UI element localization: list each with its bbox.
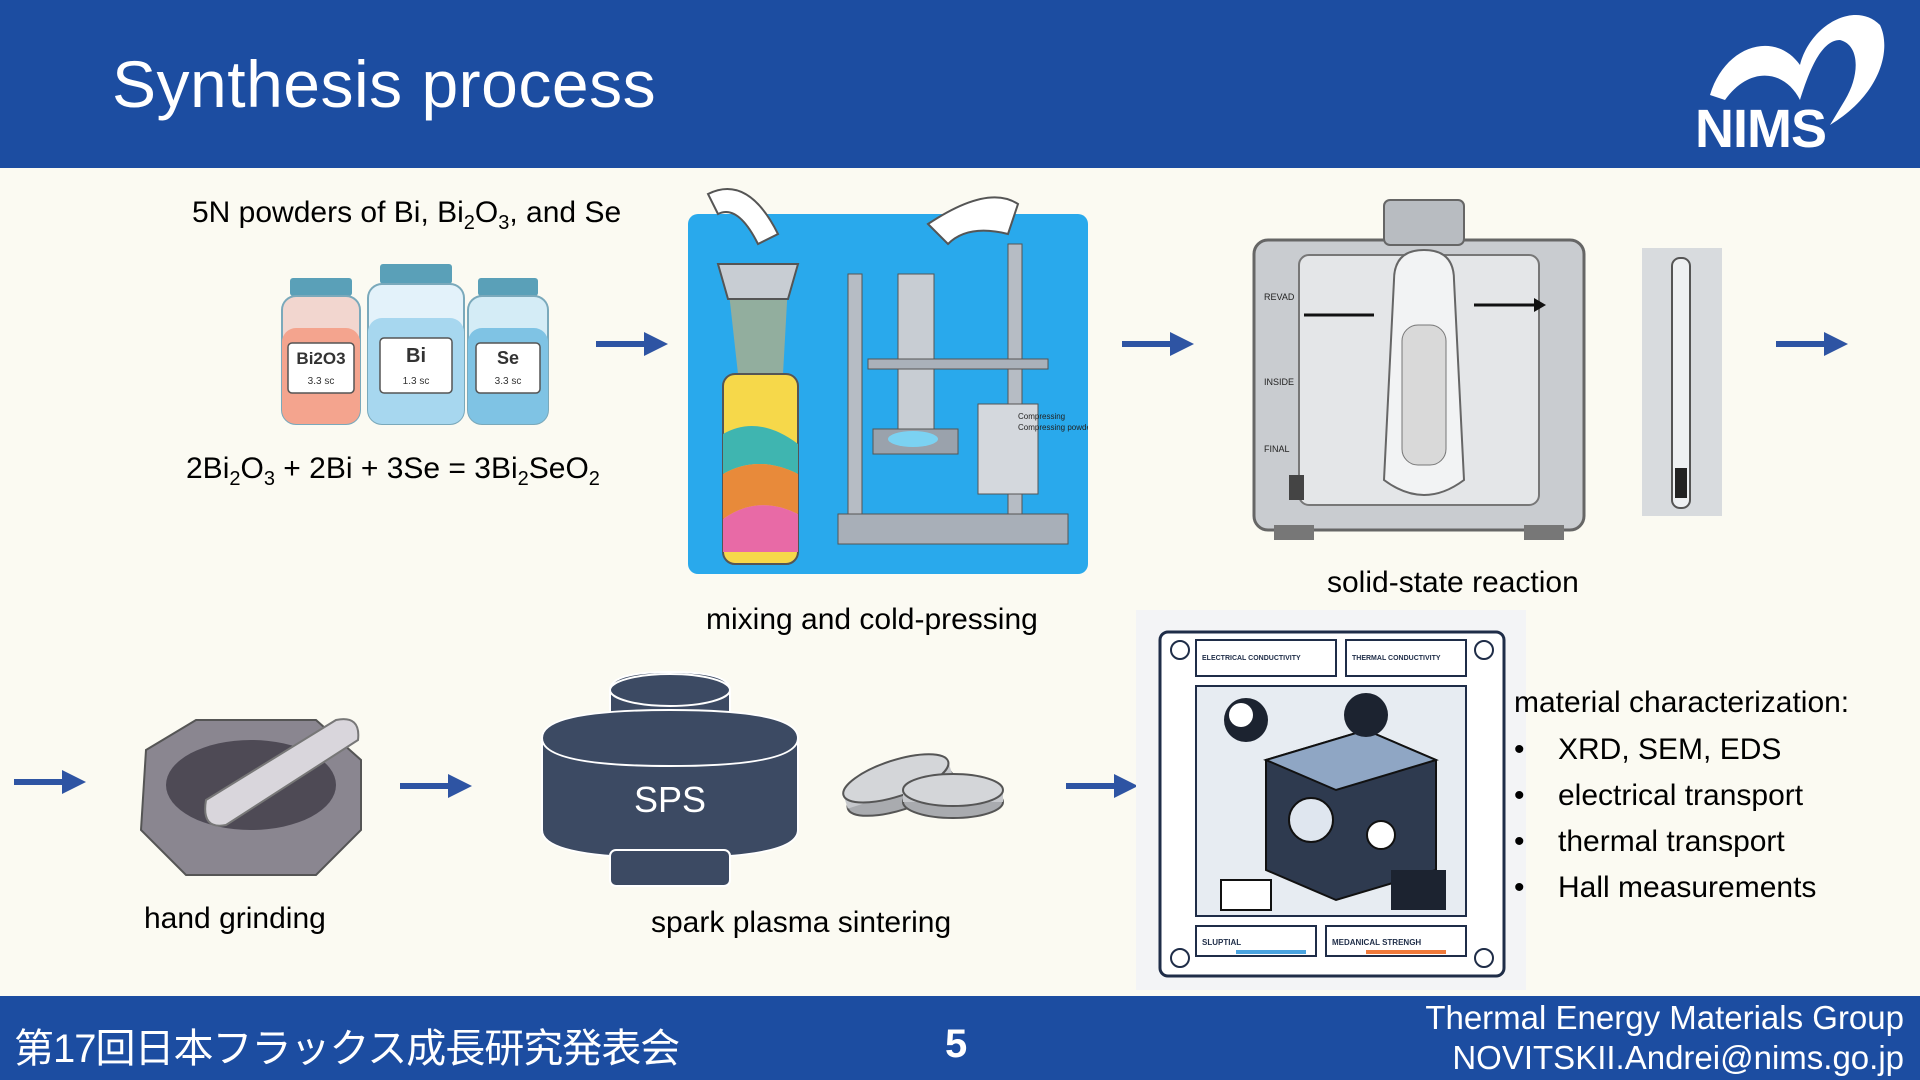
arrow-right-icon	[1122, 332, 1194, 356]
svg-text:3.3 sc: 3.3 sc	[495, 376, 522, 387]
mixing-caption: mixing and cold-pressing	[706, 603, 1038, 636]
svg-text:INSIDE: INSIDE	[1264, 377, 1294, 387]
svg-text:Bi2O3: Bi2O3	[296, 349, 345, 368]
powder-jars-image: Bi2O3 3.3 sc Bi 1.3 sc Se 3.3 sc	[281, 264, 549, 425]
jar-bi: Bi 1.3 sc	[367, 264, 465, 425]
list-item: •thermal transport	[1514, 819, 1816, 865]
sps-label: SPS	[634, 779, 706, 820]
svg-text:FINAL: FINAL	[1264, 444, 1290, 454]
footer-bar	[0, 996, 1920, 1080]
ampoule-photo	[1642, 248, 1722, 516]
furnace-image: REVAD INSIDE FINAL	[1252, 199, 1586, 540]
arrow-right-icon	[596, 332, 668, 356]
sintering-caption: spark plasma sintering	[651, 906, 952, 939]
svg-text:MEDANICAL STRENGH: MEDANICAL STRENGH	[1332, 938, 1421, 947]
list-item: •XRD, SEM, EDS	[1514, 727, 1816, 773]
svg-text:Compressing powders: Compressing powders	[1018, 423, 1088, 432]
arrow-right-icon	[1066, 774, 1138, 798]
bullet-icon: •	[1514, 871, 1525, 904]
grinding-caption: hand grinding	[144, 902, 326, 935]
characterization-heading: material characterization:	[1514, 686, 1850, 719]
arrow-right-icon	[14, 770, 86, 794]
svg-text:3.3 sc: 3.3 sc	[308, 376, 335, 387]
svg-text:Bi: Bi	[406, 345, 426, 367]
author-email: NOVITSKII.Andrei@nims.go.jp	[1452, 1039, 1904, 1076]
group-name: Thermal Energy Materials Group	[1425, 999, 1904, 1036]
jar-se: Se 3.3 sc	[467, 278, 549, 425]
characterization-poster-image: ELECTRICAL CONDUCTIVITY THERMAL CONDUCTI…	[1136, 610, 1526, 990]
mortar-pestle-image	[139, 718, 362, 876]
arrow-right-icon	[1776, 332, 1848, 356]
svg-text:Se: Se	[497, 348, 519, 368]
bullet-icon: •	[1514, 825, 1525, 858]
sps-machine-icon: SPS	[541, 670, 799, 887]
page-number: 5	[945, 1022, 968, 1066]
powders-caption: 5N powders of Bi, Bi2O3, and Se	[192, 196, 622, 234]
svg-text:ELECTRICAL CONDUCTIVITY: ELECTRICAL CONDUCTIVITY	[1202, 655, 1301, 662]
svg-text:Compressing: Compressing	[1018, 412, 1065, 421]
conference-name: 第17回日本フラックス成長研究発表会	[14, 1027, 680, 1071]
solid-state-caption: solid-state reaction	[1327, 566, 1579, 599]
nims-logo: NIMS	[1695, 14, 1885, 155]
reaction-equation: 2Bi2O3 + 2Bi + 3Se = 3Bi2SeO2	[186, 452, 600, 490]
cold-press-image: Compressing Compressing powders	[688, 174, 1088, 574]
svg-text:REVAD: REVAD	[1264, 292, 1295, 302]
list-item: •electrical transport	[1514, 773, 1816, 819]
bullet-icon: •	[1514, 779, 1525, 812]
svg-text:1.3 sc: 1.3 sc	[403, 376, 430, 387]
pellets-icon	[842, 753, 1004, 819]
bullet-icon: •	[1514, 733, 1525, 766]
header-bar	[0, 0, 1920, 168]
svg-text:THERMAL CONDUCTIVITY: THERMAL CONDUCTIVITY	[1352, 655, 1441, 662]
jar-bi2o3: Bi2O3 3.3 sc	[281, 278, 361, 425]
list-item: •Hall measurements	[1514, 865, 1816, 911]
slide-title: Synthesis process	[112, 47, 657, 121]
author-info: Thermal Energy Materials Group NOVITSKII…	[1425, 998, 1904, 1078]
svg-text:NIMS: NIMS	[1695, 99, 1826, 155]
characterization-list: •XRD, SEM, EDS •electrical transport •th…	[1514, 727, 1816, 911]
svg-text:SLUPTIAL: SLUPTIAL	[1202, 938, 1241, 947]
arrow-right-icon	[400, 774, 472, 798]
